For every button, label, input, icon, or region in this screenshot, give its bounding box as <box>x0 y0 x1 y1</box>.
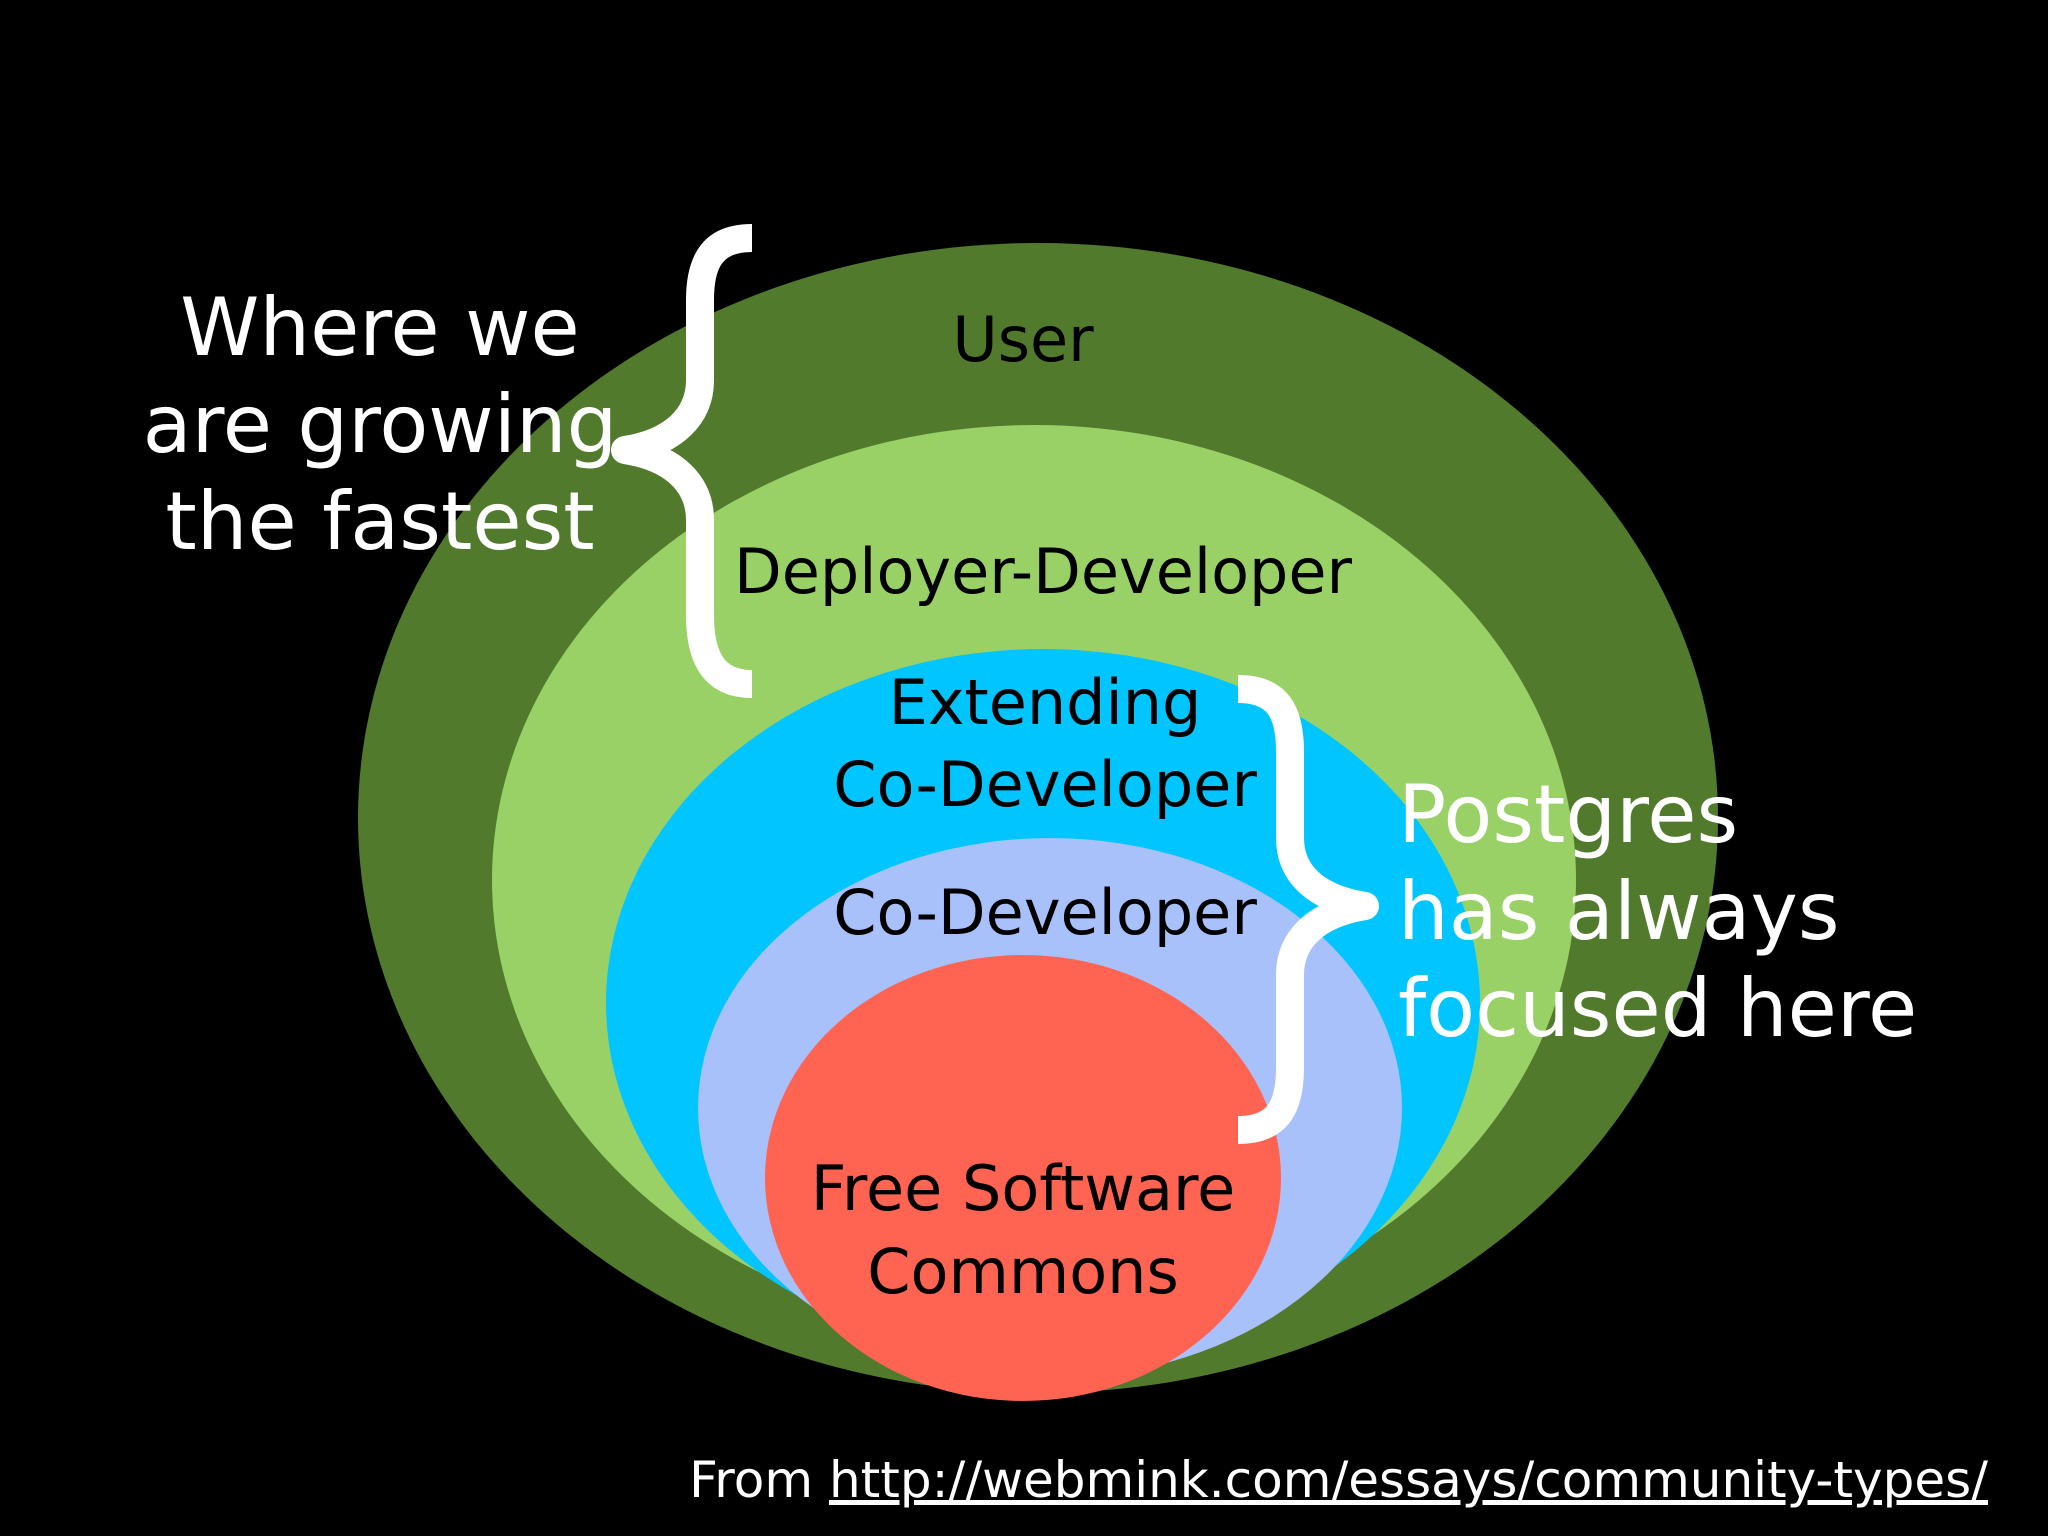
growing-callout-line-2: are growing <box>143 378 618 471</box>
postgres-callout-line-3: focused here <box>1398 962 1917 1055</box>
free-software-commons-label-line-1: Free Software <box>811 1152 1236 1225</box>
growing-callout-line-1: Where we <box>180 281 579 374</box>
user-label: User <box>952 303 1094 376</box>
source-attribution: From http://webmink.com/essays/community… <box>689 1451 1988 1509</box>
free-software-commons-label-line-2: Commons <box>867 1235 1179 1308</box>
growing-callout-line-3: the fastest <box>165 475 594 568</box>
extending-co-developer-label-line-1: Extending <box>889 666 1202 739</box>
left-curly-brace-icon <box>611 224 753 698</box>
postgres-callout-line-1: Postgres <box>1398 768 1738 861</box>
co-developer-label: Co-Developer <box>833 876 1257 949</box>
source-link[interactable]: http://webmink.com/essays/community-type… <box>829 1451 1988 1509</box>
free-software-commons-circle <box>765 955 1281 1401</box>
extending-co-developer-label-line-2: Co-Developer <box>833 748 1257 821</box>
right-curly-brace-icon <box>1237 675 1379 1144</box>
source-prefix: From <box>689 1451 813 1509</box>
deployer-developer-label: Deployer-Developer <box>734 535 1353 608</box>
postgres-callout-line-2: has always <box>1398 865 1840 958</box>
